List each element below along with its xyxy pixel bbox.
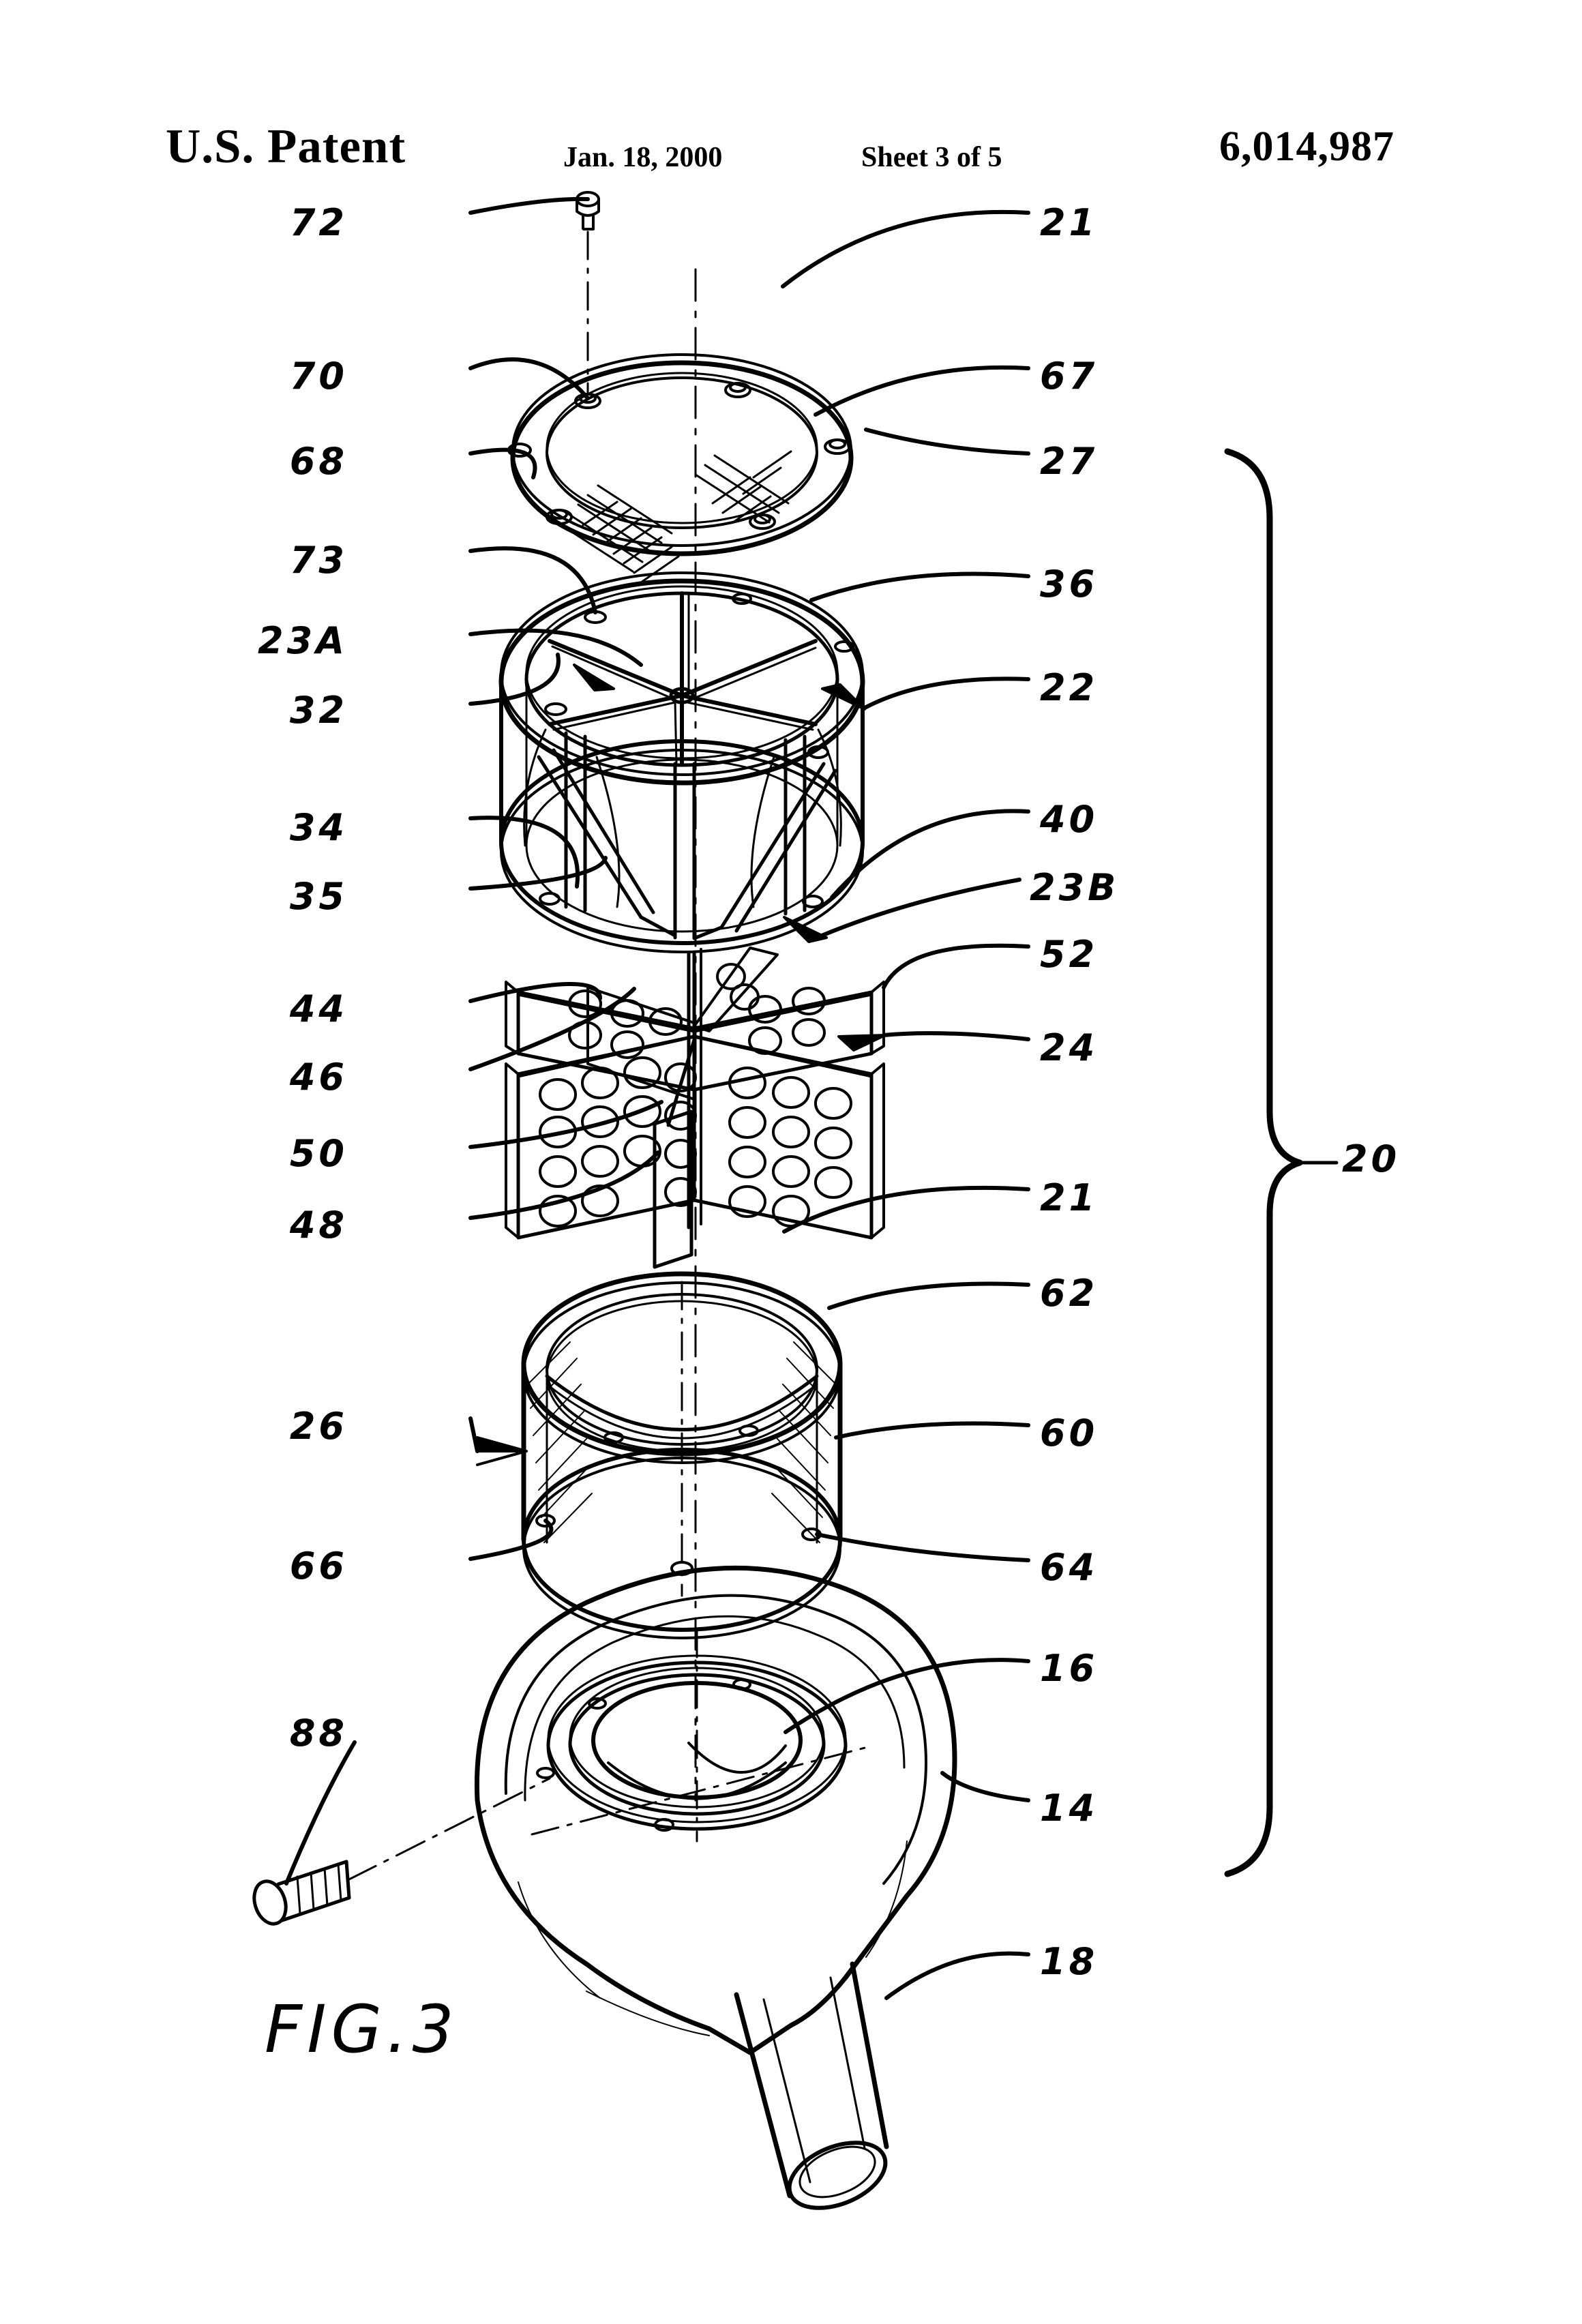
ref-numeral-68: 68 xyxy=(289,440,348,483)
patent-issue-date: Jan. 18, 2000 xyxy=(563,142,723,173)
cover-plate-assembly xyxy=(507,191,854,584)
shell-hatching xyxy=(527,1341,837,1543)
ref-numeral-60: 60 xyxy=(1040,1412,1099,1455)
ref-numeral-36: 36 xyxy=(1040,563,1099,606)
ref-numeral-62: 62 xyxy=(1040,1272,1099,1315)
ref-numeral-23B: 23B xyxy=(1030,866,1120,909)
arrow-23A xyxy=(573,664,615,691)
ref-numeral-34: 34 xyxy=(289,806,348,849)
ref-numeral-21-top: 21 xyxy=(1040,201,1099,244)
patent-office-title: U.S. Patent xyxy=(166,120,406,173)
ref-numeral-70: 70 xyxy=(289,355,348,398)
housing-bolt-88 xyxy=(252,1777,551,1926)
cylindrical-shell-26 xyxy=(476,1271,843,1639)
ref-numeral-44: 44 xyxy=(289,987,348,1030)
ref-numeral-64: 64 xyxy=(1040,1546,1099,1589)
volute-housing-14 xyxy=(474,1565,957,2210)
assembly-brace-20 xyxy=(1224,448,1303,1877)
ref-numeral-52: 52 xyxy=(1040,933,1099,976)
ref-numeral-35: 35 xyxy=(289,875,348,918)
arrow-23B xyxy=(783,916,828,943)
ref-numeral-14: 14 xyxy=(1040,1787,1099,1830)
arrow-22 xyxy=(821,683,866,711)
cage-assembly xyxy=(498,571,866,953)
ref-numeral-24: 24 xyxy=(1040,1026,1099,1069)
figure-caption: FIG.3 xyxy=(265,1991,459,2068)
ref-numeral-32: 32 xyxy=(289,689,348,732)
arrow-26 xyxy=(476,1436,528,1466)
ref-numeral-21-mid: 21 xyxy=(1040,1176,1099,1219)
ref-numeral-23A: 23A xyxy=(258,619,348,662)
vane-perforations xyxy=(539,963,852,1227)
ref-numeral-48: 48 xyxy=(289,1204,348,1247)
ref-numeral-26: 26 xyxy=(289,1405,348,1448)
ref-numeral-46: 46 xyxy=(289,1056,348,1099)
ref-numeral-88: 88 xyxy=(289,1712,348,1755)
ref-numeral-40: 40 xyxy=(1040,798,1099,841)
ref-numeral-72: 72 xyxy=(289,201,348,244)
arrow-24 xyxy=(837,1034,886,1052)
ref-numeral-22: 22 xyxy=(1040,666,1099,709)
patent-number: 6,014,987 xyxy=(1219,123,1394,170)
cover-hatch-texture xyxy=(558,450,792,584)
ref-numeral-67: 67 xyxy=(1040,355,1099,398)
ref-numeral-73: 73 xyxy=(289,539,348,582)
ref-numeral-18: 18 xyxy=(1040,1940,1099,1983)
ref-numeral-16: 16 xyxy=(1040,1647,1099,1690)
ref-numeral-27: 27 xyxy=(1040,440,1099,483)
perforated-vane-assembly xyxy=(505,947,886,1269)
ref-numeral-20: 20 xyxy=(1342,1137,1401,1180)
cage-spokes xyxy=(548,591,818,766)
ref-numeral-66: 66 xyxy=(289,1545,348,1588)
sheet-number: Sheet 3 of 5 xyxy=(861,142,1002,173)
ref-numeral-50: 50 xyxy=(289,1132,348,1175)
leader-lines-left xyxy=(284,196,663,1886)
leader-lines-right xyxy=(781,209,1030,2000)
